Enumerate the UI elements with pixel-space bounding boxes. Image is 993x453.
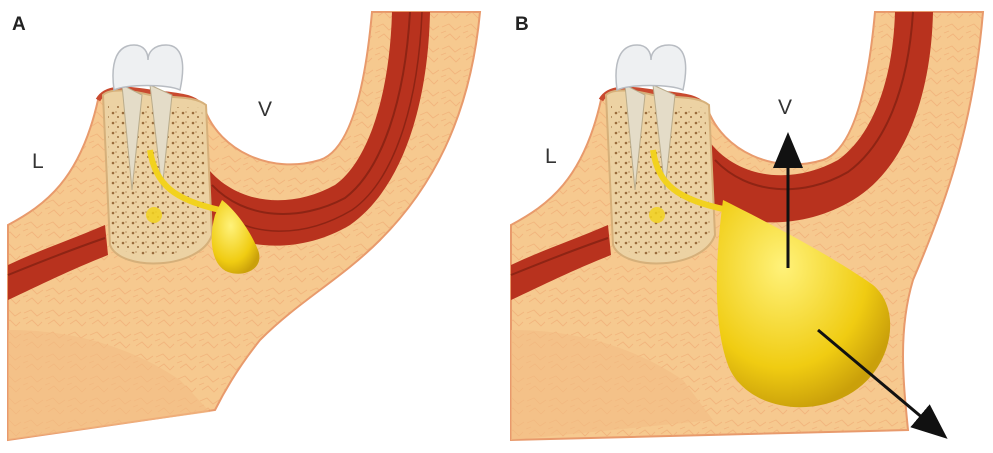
panel-b-illustration: [503, 0, 993, 453]
tooth-crown: [616, 45, 686, 90]
vestibular-label: V: [258, 98, 272, 122]
lingual-label: L: [32, 150, 44, 174]
panel-label: B: [515, 14, 529, 36]
panel-label: A: [12, 14, 26, 36]
panel-b: B L V: [503, 0, 993, 453]
tooth-crown: [113, 45, 183, 90]
panel-a-illustration: [0, 0, 490, 453]
lingual-label: L: [545, 145, 557, 169]
panel-a: A L V: [0, 0, 490, 453]
vestibular-label: V: [778, 96, 792, 120]
